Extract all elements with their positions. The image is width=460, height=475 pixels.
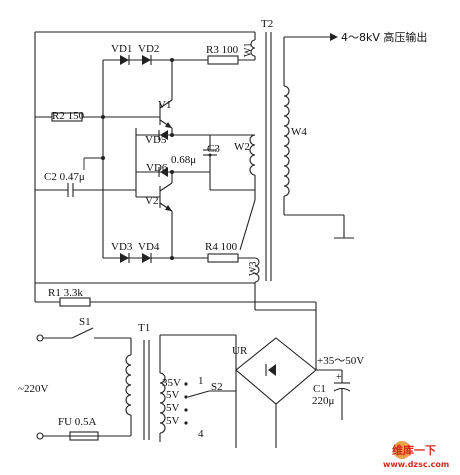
w2-label: W2 <box>234 141 250 153</box>
vd5-label: VD5 <box>145 134 167 146</box>
c3-label: C3 <box>207 143 220 155</box>
vd2-label: VD2 <box>138 43 159 55</box>
c3-value-label: 0.68μ <box>171 154 196 166</box>
r4-label: R4 100 <box>205 241 238 253</box>
w1-label: W1 <box>243 43 254 57</box>
c1-value-label: 220μ <box>312 395 335 407</box>
c1-plus: + <box>336 372 342 383</box>
top-branch: W1 R3 100 VD1 VD2 <box>35 31 256 258</box>
transistor-v1: V1 <box>158 99 173 135</box>
v1-label: V1 <box>158 99 171 111</box>
transformer-t2: T2 <box>261 18 273 281</box>
w4-label: W4 <box>291 126 307 138</box>
r2-label: R2 150 <box>52 110 85 122</box>
transistor-v2: V2 <box>136 172 173 258</box>
hv-output-label: 4～8kV 高压输出 <box>341 30 427 44</box>
vd4-label: VD4 <box>138 241 160 253</box>
tap-35v-label: 35V <box>162 377 181 389</box>
t1-label: T1 <box>138 322 150 334</box>
vd3-label: VD3 <box>111 241 133 253</box>
s2-label: S2 <box>211 381 223 393</box>
vd6-label: VD6 <box>146 162 168 174</box>
tap-5v-b-label: 5V <box>166 402 180 414</box>
r2-branch: R2 150 <box>34 32 160 293</box>
c2-label: C2 0.47μ <box>44 171 85 183</box>
watermark-brand: 维库一下 <box>392 443 436 457</box>
bridge-rectifier-ur: UR +35～50V + C1 220μ <box>232 335 364 448</box>
tap-4-label: 4 <box>198 428 204 440</box>
r1-label: R1 3.3k <box>48 287 83 299</box>
transformer-t1: T1 S1 FU 0.5A ~220V 35V 5V 5V 5V 1 4 S2 <box>18 316 236 442</box>
w2-coil: W2 <box>209 134 256 191</box>
v2-label: V2 <box>145 195 158 207</box>
supply-rail: R1 3.3k <box>34 283 317 370</box>
s1-label: S1 <box>79 316 91 328</box>
fuse-label: FU 0.5A <box>58 416 97 428</box>
r3-label: R3 100 <box>206 44 239 56</box>
tap-5v-c-label: 5V <box>166 415 180 427</box>
capacitor-c2: C2 0.47μ <box>35 156 136 197</box>
vd5-vd6-c3-network: VD5 C3 0.68μ VD6 <box>135 128 220 197</box>
watermark-logo: 维库一下 www.dzsc.com <box>383 441 449 469</box>
t2-label: T2 <box>261 18 273 30</box>
c1-label: C1 <box>313 383 326 395</box>
watermark-url: www.dzsc.com <box>383 460 449 469</box>
tap-5v-a-label: 5V <box>166 389 180 401</box>
ur-label: UR <box>232 345 248 357</box>
bottom-branch: VD3 VD4 R4 100 W3 <box>35 190 260 284</box>
w3-label: W3 <box>248 262 259 276</box>
hv-output: 4～8kV 高压输出 W4 <box>283 30 427 239</box>
dc-voltage-label: +35～50V <box>317 355 364 367</box>
ac-voltage-label: ~220V <box>18 383 48 395</box>
tap-1-label: 1 <box>198 375 204 387</box>
vd1-label: VD1 <box>111 43 132 55</box>
